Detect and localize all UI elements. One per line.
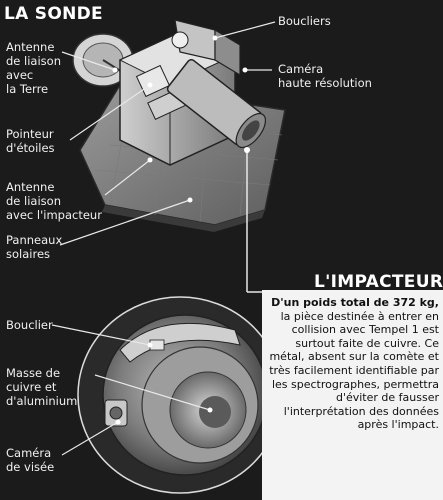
impacteur-title: L'IMPACTEUR bbox=[314, 272, 443, 292]
label-antenne-impacteur: Antenne de liaison avec l'impacteur bbox=[6, 180, 102, 222]
label-bouclier: Bouclier bbox=[6, 318, 53, 332]
label-camera-haute-resolution: Caméra haute résolution bbox=[278, 62, 372, 90]
label-masse-cuivre: Masse de cuivre et d'aluminium bbox=[6, 366, 78, 408]
description-text: la pièce destinée à entrer en collision … bbox=[269, 309, 439, 432]
impacteur-description: D'un poids total de 372 kg, la pièce des… bbox=[268, 296, 439, 432]
label-camera-visee: Caméra de visée bbox=[6, 446, 55, 474]
sonde-leader-lines bbox=[59, 21, 276, 246]
label-pointeur-etoiles: Pointeur d'étoiles bbox=[6, 127, 55, 155]
description-bold: D'un poids total de 372 kg, bbox=[271, 296, 439, 309]
high-resolution-camera bbox=[166, 58, 267, 149]
sonde-spacecraft bbox=[72, 19, 286, 232]
impactor-leader-lines bbox=[51, 324, 211, 456]
description-box bbox=[262, 290, 443, 500]
impactor bbox=[77, 296, 283, 494]
label-antenne-terre: Antenne de liaison avec la Terre bbox=[6, 40, 61, 96]
label-boucliers: Boucliers bbox=[278, 14, 331, 28]
sonde-title: LA SONDE bbox=[4, 4, 103, 24]
solar-panel-edge bbox=[102, 205, 265, 232]
label-panneaux-solaires: Panneaux solaires bbox=[6, 233, 63, 261]
